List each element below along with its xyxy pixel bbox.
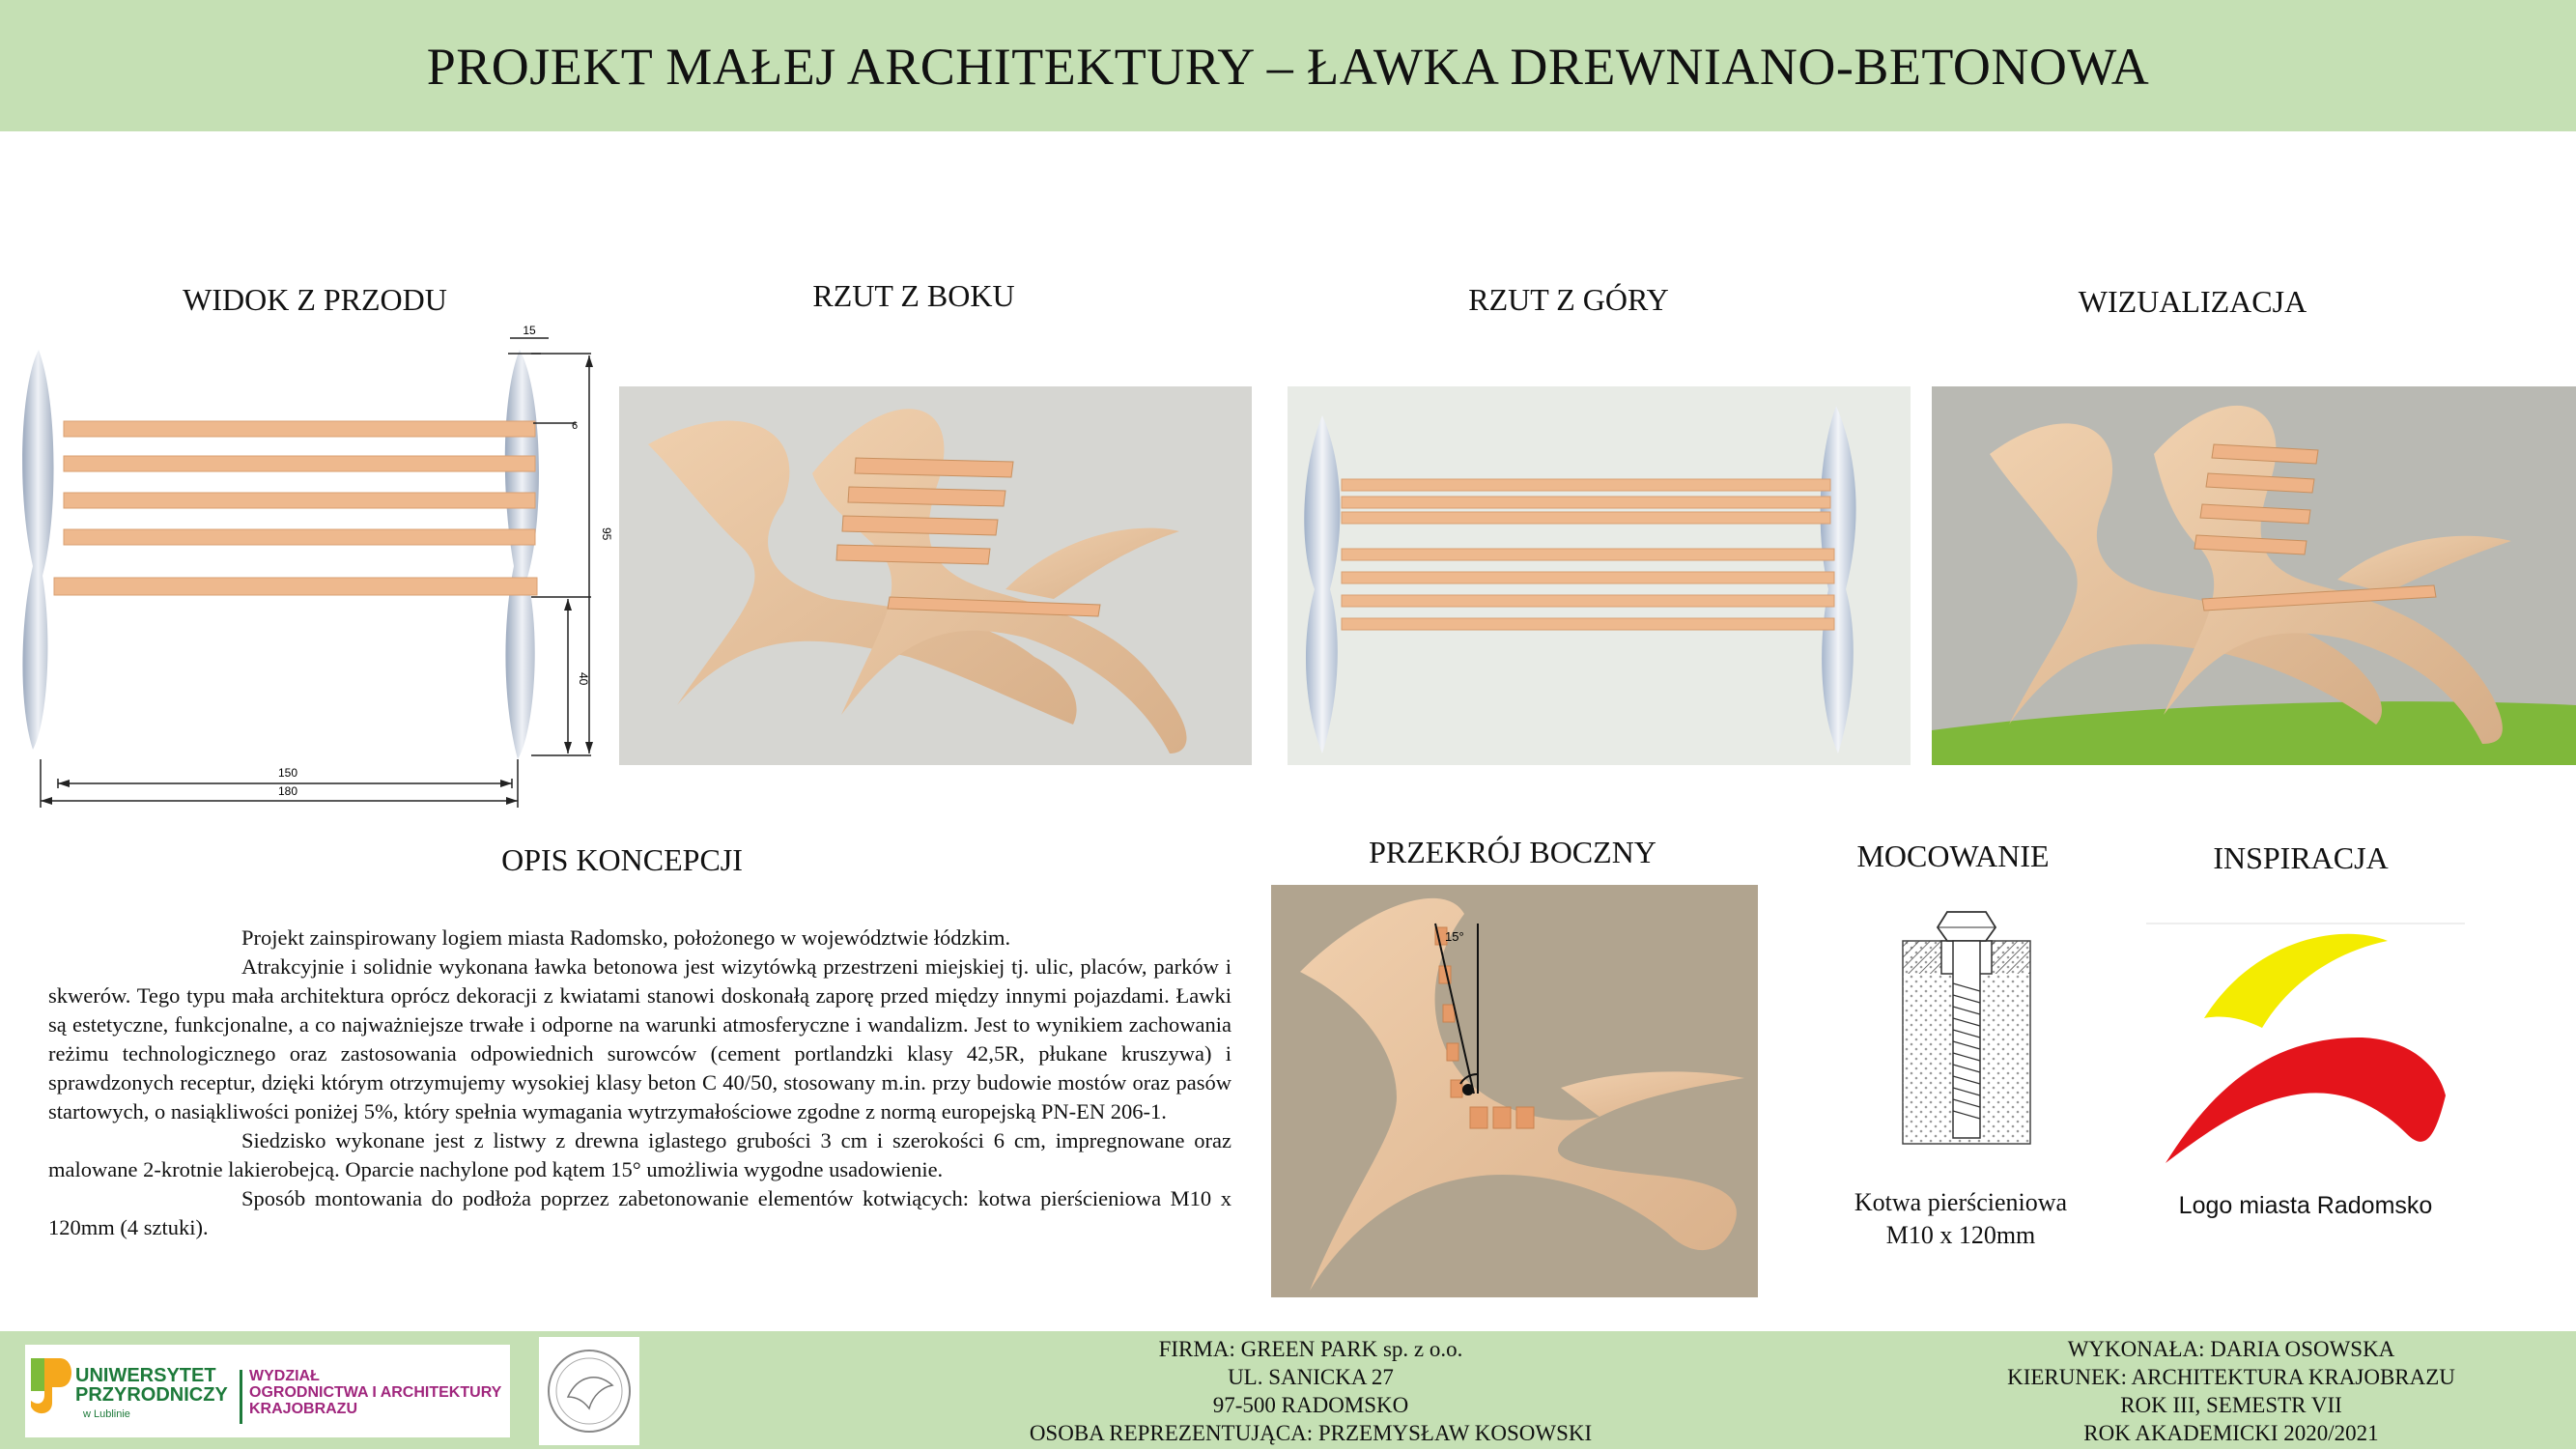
company-line-1: FIRMA: GREEN PARK sp. z o.o. <box>1158 1337 1463 1361</box>
top-view-render <box>1288 386 1911 765</box>
author-line-3: ROK III, SEMESTR VII <box>2120 1393 2342 1417</box>
heading-mounting: MOCOWANIE <box>1856 839 2050 873</box>
logo-divider <box>240 1370 242 1424</box>
author-line-1: WYKONAŁA: DARIA OSOWSKA <box>2067 1337 2395 1361</box>
university-line-1: UNIWERSYTET <box>75 1365 216 1386</box>
description-paragraph-3: Siedzisko wykonane jest z listwy z drewn… <box>48 1128 1231 1181</box>
anchor-drawing <box>1902 911 2031 1145</box>
university-city: w Lublinie <box>83 1408 130 1420</box>
author-info: WYKONAŁA: DARIA OSOWSKA KIERUNEK: ARCHIT… <box>1932 1335 2531 1447</box>
dim-6: 6 <box>572 420 578 432</box>
radomsko-logo <box>2146 923 2465 1163</box>
anchor-caption: Kotwa pierścieniowa M10 x 120mm <box>1816 1186 2106 1252</box>
heading-section: PRZEKRÓJ BOCZNY <box>1369 835 1656 869</box>
description-paragraph-2: Atrakcyjnie i solidnie wykonana ławka be… <box>48 954 1231 1123</box>
heading-side-view: RZUT Z BOKU <box>812 278 1015 313</box>
logo-yellow-shape <box>2204 933 2388 1028</box>
header-band <box>0 0 2576 131</box>
logo-caption: Logo miasta Radomsko <box>2178 1192 2433 1219</box>
university-line-2: PRZYRODNICZY <box>75 1384 228 1406</box>
heading-top-view: RZUT Z GÓRY <box>1468 282 1669 317</box>
description-paragraph-1: Projekt zainspirowany logiem miasta Rado… <box>241 925 1011 950</box>
anchor-caption-line-2: M10 x 120mm <box>1885 1221 2036 1249</box>
side-view-render <box>619 386 1252 765</box>
company-info: FIRMA: GREEN PARK sp. z o.o. UL. SANICKA… <box>1021 1335 1600 1447</box>
dim-180: 180 <box>278 784 297 798</box>
faculty-name: WYDZIAŁ OGRODNICTWA I ARCHITEKTURY KRAJO… <box>249 1368 501 1417</box>
description-paragraph-4: Sposób montowania do podłoża poprzez zab… <box>48 1186 1231 1239</box>
dim-150: 150 <box>278 766 297 780</box>
author-line-2: KIERUNEK: ARCHITEKTURA KRAJOBRAZU <box>2007 1365 2455 1389</box>
page-title: PROJEKT MAŁEJ ARCHITEKTURY – ŁAWKA DREWN… <box>426 38 2150 96</box>
seal-emblem <box>539 1337 639 1445</box>
heading-visualization: WIZUALIZACJA <box>2078 284 2307 319</box>
dim-15: 15 <box>523 325 536 337</box>
heading-inspiration: INSPIRACJA <box>2213 840 2389 875</box>
faculty-line-1: WYDZIAŁ <box>249 1368 320 1384</box>
university-name: UNIWERSYTET PRZYRODNICZY <box>75 1366 228 1405</box>
university-logo: UNIWERSYTET PRZYRODNICZY w Lublinie WYDZ… <box>25 1345 510 1437</box>
dim-95: 95 <box>600 527 613 541</box>
university-emblem-icon <box>31 1358 71 1414</box>
faculty-line-2: OGRODNICTWA I ARCHITEKTURY <box>249 1384 502 1401</box>
front-view-drawing: 15 6 95 40 150 180 <box>22 325 613 808</box>
anchor-caption-line-1: Kotwa pierścieniowa <box>1854 1188 2068 1216</box>
cross-section-render: 15° <box>1271 885 1758 1297</box>
heading-front-view: WIDOK Z PRZODU <box>183 282 447 317</box>
author-line-4: ROK AKADEMICKI 2020/2021 <box>2083 1421 2379 1445</box>
heading-concept: OPIS KONCEPCJI <box>501 842 743 877</box>
dim-40: 40 <box>577 672 590 686</box>
visualization-render <box>1932 386 2576 765</box>
logo-red-shape <box>2166 1038 2446 1163</box>
company-line-2: UL. SANICKA 27 <box>1228 1365 1394 1389</box>
company-line-3: 97-500 RADOMSKO <box>1212 1393 1409 1417</box>
company-line-4: OSOBA REPREZENTUJĄCA: PRZEMYSŁAW KOSOWSK… <box>1029 1421 1593 1445</box>
faculty-line-3: KRAJOBRAZU <box>249 1401 357 1417</box>
angle-label: 15° <box>1445 929 1464 944</box>
concept-description: Projekt zainspirowany logiem miasta Rado… <box>48 924 1231 1242</box>
